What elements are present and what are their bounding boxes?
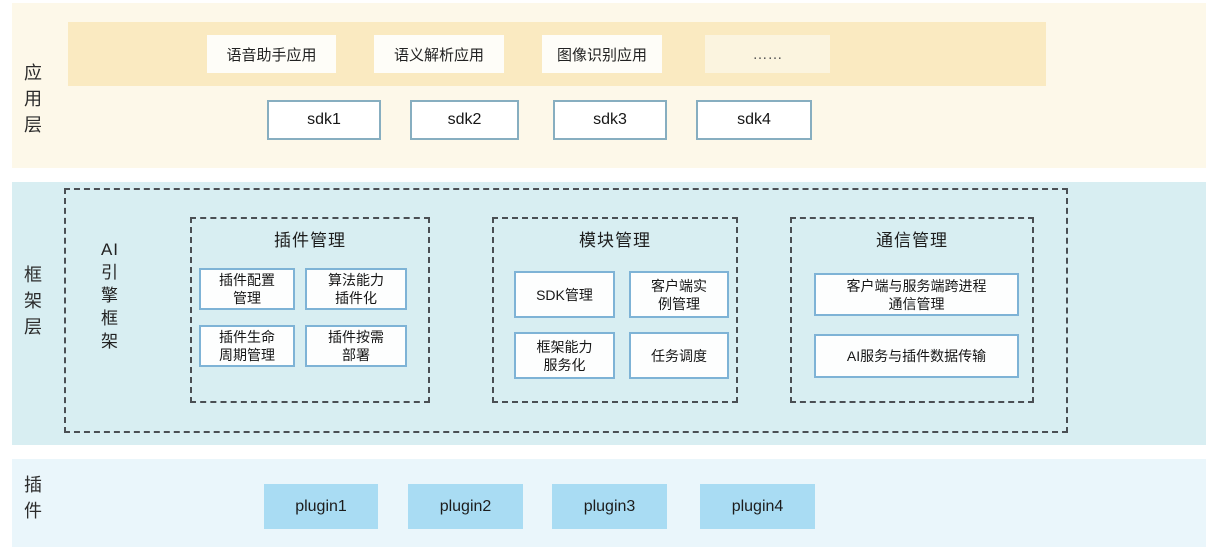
ai-engine-frame-box bbox=[64, 188, 1068, 433]
app-box-semantic-parsing: 语义解析应用 bbox=[374, 35, 504, 73]
module-algorithm-pluginization: 算法能力 插件化 bbox=[305, 268, 407, 310]
module-task-scheduling: 任务调度 bbox=[629, 332, 729, 379]
module-plugin-on-demand-deploy: 插件按需 部署 bbox=[305, 325, 407, 367]
group-module-management: 模块管理 SDK管理 客户端实 例管理 框架能力 服务化 任务调度 bbox=[492, 217, 738, 403]
group-module-management-title: 模块管理 bbox=[579, 231, 651, 250]
group-plugin-management: 插件管理 插件配置 管理 算法能力 插件化 插件生命 周期管理 插件按需 部署 bbox=[190, 217, 430, 403]
plugin3-box: plugin3 bbox=[552, 484, 667, 529]
module-client-instance-management: 客户端实 例管理 bbox=[629, 271, 729, 318]
module-cross-process-communication: 客户端与服务端跨进程 通信管理 bbox=[814, 273, 1019, 316]
module-sdk-management: SDK管理 bbox=[514, 271, 615, 318]
framework-layer-section: 框 架 层 AI 引 擎 框 架 插件管理 插件配置 管理 算法能力 插件化 插… bbox=[12, 182, 1206, 445]
plugin1-box: plugin1 bbox=[264, 484, 378, 529]
plugin4-box: plugin4 bbox=[700, 484, 815, 529]
app-box-ellipsis: …… bbox=[705, 35, 830, 73]
sdk1-box: sdk1 bbox=[267, 100, 381, 140]
sdk4-box: sdk4 bbox=[696, 100, 812, 140]
ai-engine-frame-label: AI 引 擎 框 架 bbox=[100, 240, 120, 351]
group-communication-management: 通信管理 客户端与服务端跨进程 通信管理 AI服务与插件数据传输 bbox=[790, 217, 1034, 403]
module-plugin-config-management: 插件配置 管理 bbox=[199, 268, 295, 310]
module-framework-capability-service: 框架能力 服务化 bbox=[514, 332, 615, 379]
module-plugin-lifecycle-management: 插件生命 周期管理 bbox=[199, 325, 295, 367]
sdk3-box: sdk3 bbox=[553, 100, 667, 140]
app-box-voice-assistant: 语音助手应用 bbox=[207, 35, 336, 73]
sdk2-box: sdk2 bbox=[410, 100, 519, 140]
module-ai-service-plugin-data-transfer: AI服务与插件数据传输 bbox=[814, 334, 1019, 378]
group-plugin-management-title: 插件管理 bbox=[274, 231, 346, 250]
application-layer-section: 应 用 层 语音助手应用 语义解析应用 图像识别应用 …… sdk1 sdk2 … bbox=[12, 3, 1206, 168]
plugin-layer-section: 插 件 plugin1 plugin2 plugin3 plugin4 bbox=[12, 459, 1206, 547]
application-layer-label: 应 用 层 bbox=[24, 63, 43, 135]
plugin2-box: plugin2 bbox=[408, 484, 523, 529]
app-box-image-recognition: 图像识别应用 bbox=[542, 35, 662, 73]
group-communication-management-title: 通信管理 bbox=[876, 231, 948, 250]
plugin-layer-label: 插 件 bbox=[24, 475, 43, 521]
framework-layer-label: 框 架 层 bbox=[24, 265, 43, 337]
